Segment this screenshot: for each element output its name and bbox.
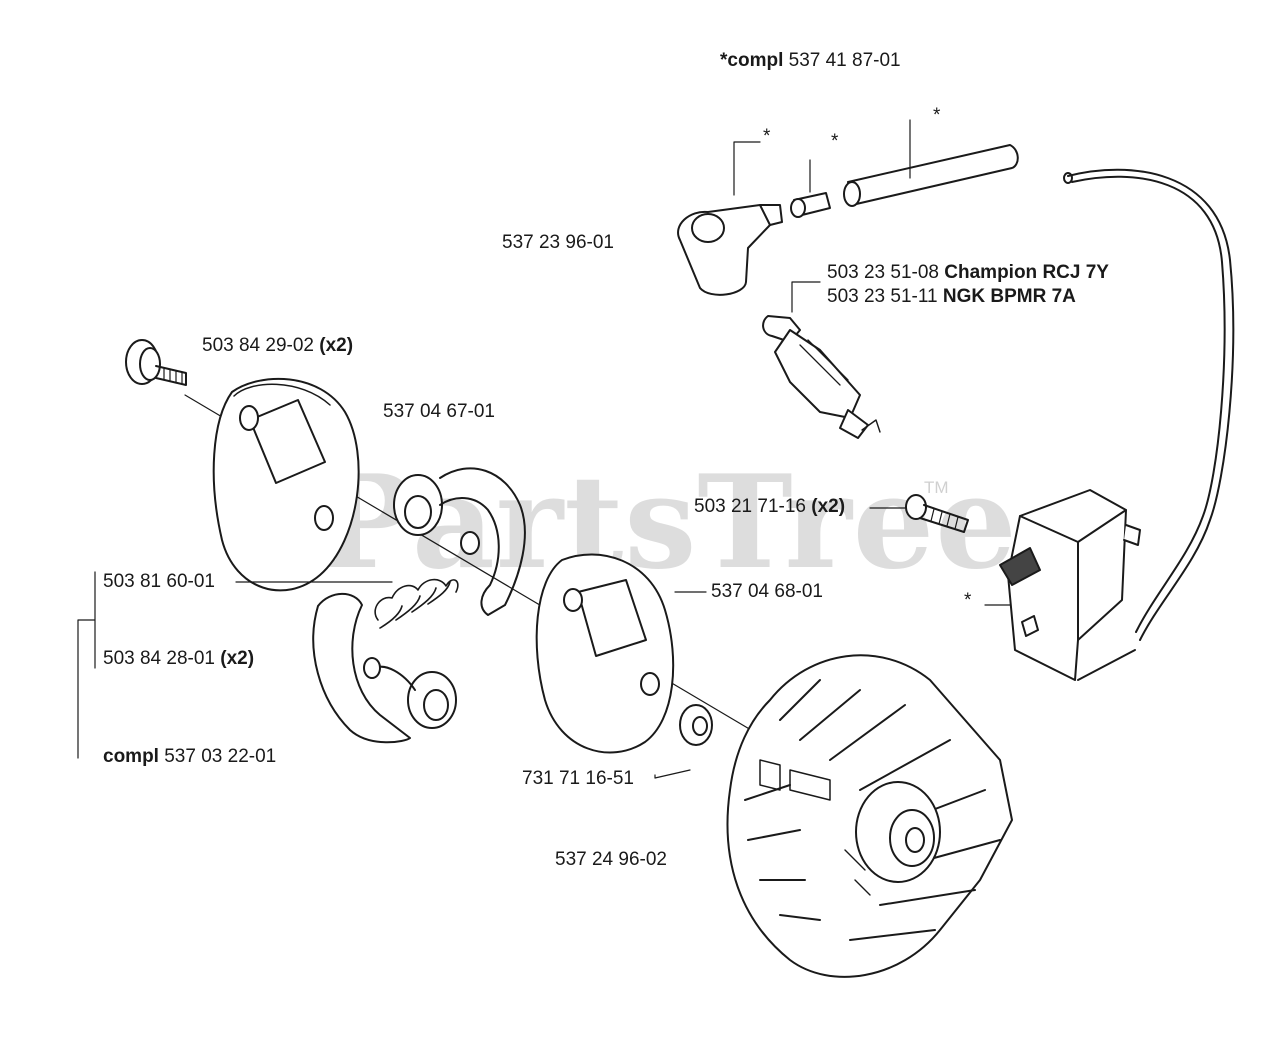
plug-cap-part	[677, 204, 783, 296]
screw-top-part	[125, 339, 187, 386]
clutch-shoe-upper-part	[393, 467, 526, 616]
label-compl-bottom: compl 537 03 22-01	[103, 746, 277, 767]
label-ignition-screw: 503 21 71-16 (x2)	[694, 496, 846, 517]
washer-part	[679, 704, 713, 746]
label-plate: 537 04 68-01	[711, 581, 823, 602]
label-plug-cap: 537 23 96-01	[502, 232, 614, 253]
spark-plug-part	[762, 315, 881, 439]
asterisk-marker-4: *	[964, 590, 972, 611]
clutch-shoe-lower-part	[312, 592, 457, 744]
label-spring: 503 81 60-01	[103, 571, 215, 592]
label-washer: 731 71 16-51	[522, 768, 634, 789]
label-washer-pin: 503 84 28-01 (x2)	[103, 648, 255, 669]
connector-part	[790, 192, 831, 218]
boot-tube-part	[843, 144, 1019, 207]
asterisk-marker-1: *	[763, 126, 771, 147]
clutch-plate-right-part	[535, 553, 675, 754]
ignition-screw-part	[905, 494, 969, 533]
clutch-spring-part	[374, 578, 459, 629]
leader-lines	[77, 119, 1011, 779]
ignition-wire-part	[1063, 168, 1235, 641]
label-clutch-shoe: 537 04 67-01	[383, 401, 495, 422]
flywheel-part	[726, 654, 1013, 978]
label-screw-top: 503 84 29-02 (x2)	[202, 335, 354, 356]
trademark-mark: TM	[924, 478, 949, 497]
label-compl-top: *compl 537 41 87-01	[720, 50, 901, 71]
label-flywheel: 537 24 96-02	[555, 849, 667, 870]
label-spark-plug-champion: 503 23 51-08 Champion RCJ 7Y	[827, 262, 1109, 283]
asterisk-marker-3: *	[933, 105, 941, 126]
label-spark-plug-ngk: 503 23 51-11 NGK BPMR 7A	[827, 286, 1076, 307]
asterisk-marker-2: *	[831, 131, 839, 152]
ignition-module-part	[999, 489, 1141, 681]
clutch-plate-left-part	[212, 377, 360, 592]
